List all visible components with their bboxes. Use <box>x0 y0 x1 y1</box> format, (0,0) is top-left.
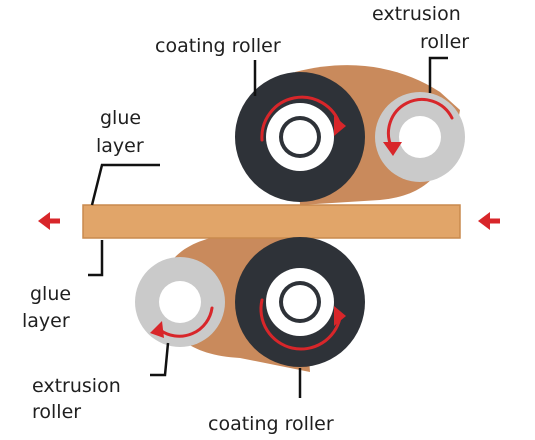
arrowhead-extrusion-top <box>383 142 402 156</box>
arrow-left-icon <box>38 212 60 230</box>
wood-board <box>82 204 461 239</box>
arrow-left-icon <box>478 212 500 230</box>
rotation-arrow-coating-top <box>260 95 342 142</box>
extrusion-roller-bottom-hub <box>159 281 201 323</box>
rotation-arrow-extrusion-bottom <box>158 306 214 338</box>
leader-glue-bottom <box>88 240 104 277</box>
arrowhead-coating-top <box>334 116 346 136</box>
label-extrusion-bottom-line2: roller <box>32 401 81 423</box>
label-glue-bottom-line2: layer <box>22 310 70 332</box>
leader-extrusion-top <box>428 56 448 93</box>
label-glue-top-line2: layer <box>96 135 144 157</box>
arrowhead-coating-bottom <box>334 306 346 326</box>
label-glue-top-line1: glue <box>100 107 141 129</box>
label-coating-roller-top: coating roller <box>155 35 281 57</box>
label-extrusion-bottom-line1: extrusion <box>32 375 121 397</box>
arrowhead-extrusion-bottom <box>150 321 164 338</box>
label-glue-bottom-line1: glue <box>30 283 71 305</box>
rotation-arrow-coating-bottom <box>259 298 342 351</box>
leader-extrusion-bottom <box>150 342 170 377</box>
coating-roller-top-core <box>283 120 317 154</box>
leader-glue-top <box>90 163 160 206</box>
label-extrusion-top-line2: roller <box>420 31 469 53</box>
label-coating-roller-bottom: coating roller <box>208 413 334 435</box>
label-extrusion-top-line1: extrusion <box>372 3 461 25</box>
rotation-arrow-extrusion-top <box>386 97 454 150</box>
coating-roller-bottom-core <box>283 285 317 319</box>
extrusion-roller-top-hub <box>399 116 441 158</box>
